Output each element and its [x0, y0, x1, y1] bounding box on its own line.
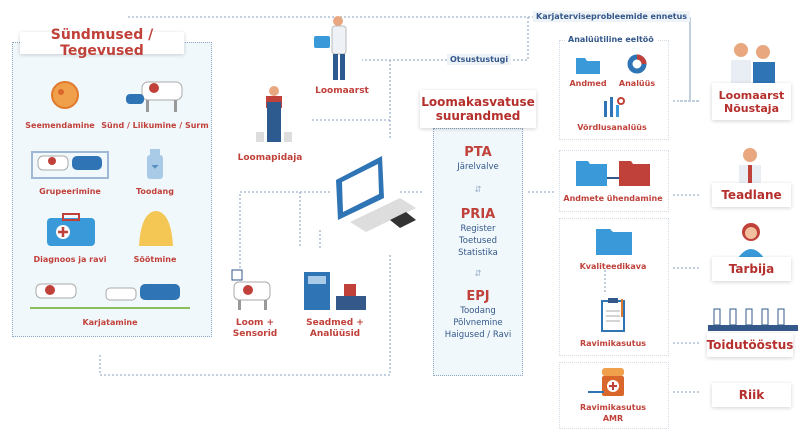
event-label: Sünd / Liikumine / Surm [101, 121, 209, 130]
events-panel-title: Sündmused / Tegevused [20, 27, 184, 59]
system-pria: PRIA [460, 207, 496, 222]
keeper-label: Loomapidaja [237, 153, 303, 163]
stakeholder-scientist: Teadlane [712, 183, 791, 207]
scientist-icon [739, 148, 761, 185]
prevention-flow-label: Karjaterviseprobleemide ennetus [533, 11, 691, 22]
event-label: Söötmine [133, 255, 177, 264]
first-aid-kit-icon [47, 213, 95, 246]
veterinarian-icon [314, 16, 347, 80]
folder-icon [576, 58, 600, 74]
lab-devices-icon [304, 272, 366, 310]
analysis-item: Võrdlusanalüüs [577, 123, 647, 132]
consumer-icon [738, 223, 764, 258]
merge-label: Andmete ühendamine [563, 194, 663, 203]
clipboard-icon [601, 298, 625, 332]
event-label: Seemendamine [25, 121, 95, 130]
vet-label: Loomaarst [315, 86, 369, 96]
animal-sensor-icon [231, 269, 271, 310]
systems-list: PTA Järelvalve ⇵ PRIA Register Toetused … [433, 145, 523, 341]
event-label: Diagnoos ja ravi [33, 255, 107, 264]
animal-sensors-label: Loom +Sensorid [232, 318, 278, 339]
amr-box [559, 362, 669, 429]
grazing-cows-icon [30, 283, 190, 309]
merge-box [559, 150, 669, 212]
analysis-item: Andmed [569, 79, 607, 88]
stakeholder-consumer: Tarbija [712, 257, 791, 281]
event-label: Grupeerimine [39, 187, 101, 196]
quality-box [559, 218, 669, 356]
hay-stack-icon [139, 211, 173, 246]
donut-chart-icon [627, 54, 647, 74]
linked-folders-icon [576, 161, 650, 186]
analysis-header: Analüütiline eeltöö [565, 34, 657, 45]
farmer-icon [256, 86, 292, 142]
medicine-jar-icon [588, 368, 624, 396]
big-data-panel [433, 128, 523, 376]
cattle-pen-icon [31, 151, 109, 179]
decision-support-flow-label: Otsustustugi [447, 54, 512, 65]
event-label: Karjatamine [82, 318, 138, 327]
folder-icon [596, 229, 632, 255]
analysis-item: Analüüs [618, 79, 656, 88]
sperm-egg-icon [51, 81, 79, 109]
bar-chart-icon [604, 97, 625, 117]
devices-label: Seadmed +Analüüsid [306, 318, 364, 339]
stakeholder-food-industry: Toidutööstus [707, 333, 793, 357]
system-pta: PTA [464, 145, 492, 160]
stakeholder-state: Riik [712, 383, 791, 407]
milk-can-icon [147, 149, 163, 179]
event-label: Toodang [136, 187, 174, 196]
vet-advisors-icon [731, 43, 775, 84]
drug-use-label: Ravimikasutus [579, 339, 647, 348]
computer-icon [336, 156, 416, 232]
cow-calf-icon [126, 81, 183, 112]
system-epj: EPJ [466, 289, 490, 304]
food-production-line-icon [708, 308, 798, 331]
quality-label: Kvaliteedikava [579, 262, 647, 271]
